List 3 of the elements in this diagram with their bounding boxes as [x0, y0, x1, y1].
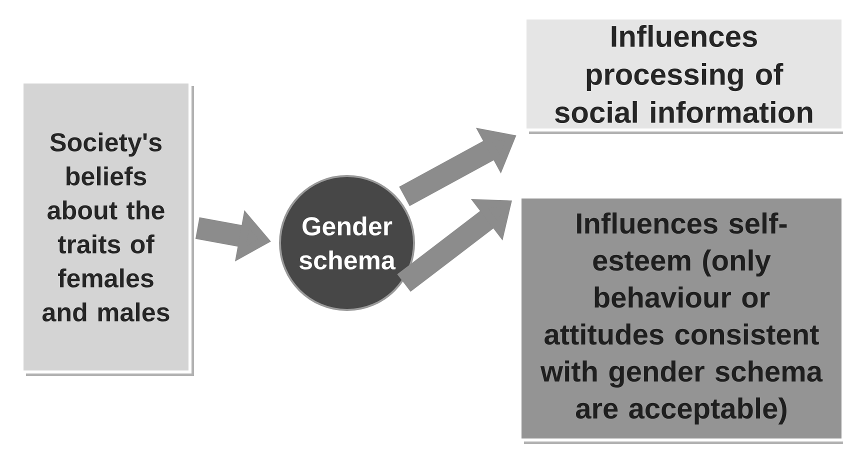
text-box: Influences self-esteem (only behaviour or attitudes consistent with gender schema are acceptable): [518, 196, 843, 444]
text-box: Society's beliefs about the traits of females and males: [20, 80, 194, 376]
text-box: Influences processing of social information: [524, 16, 843, 134]
